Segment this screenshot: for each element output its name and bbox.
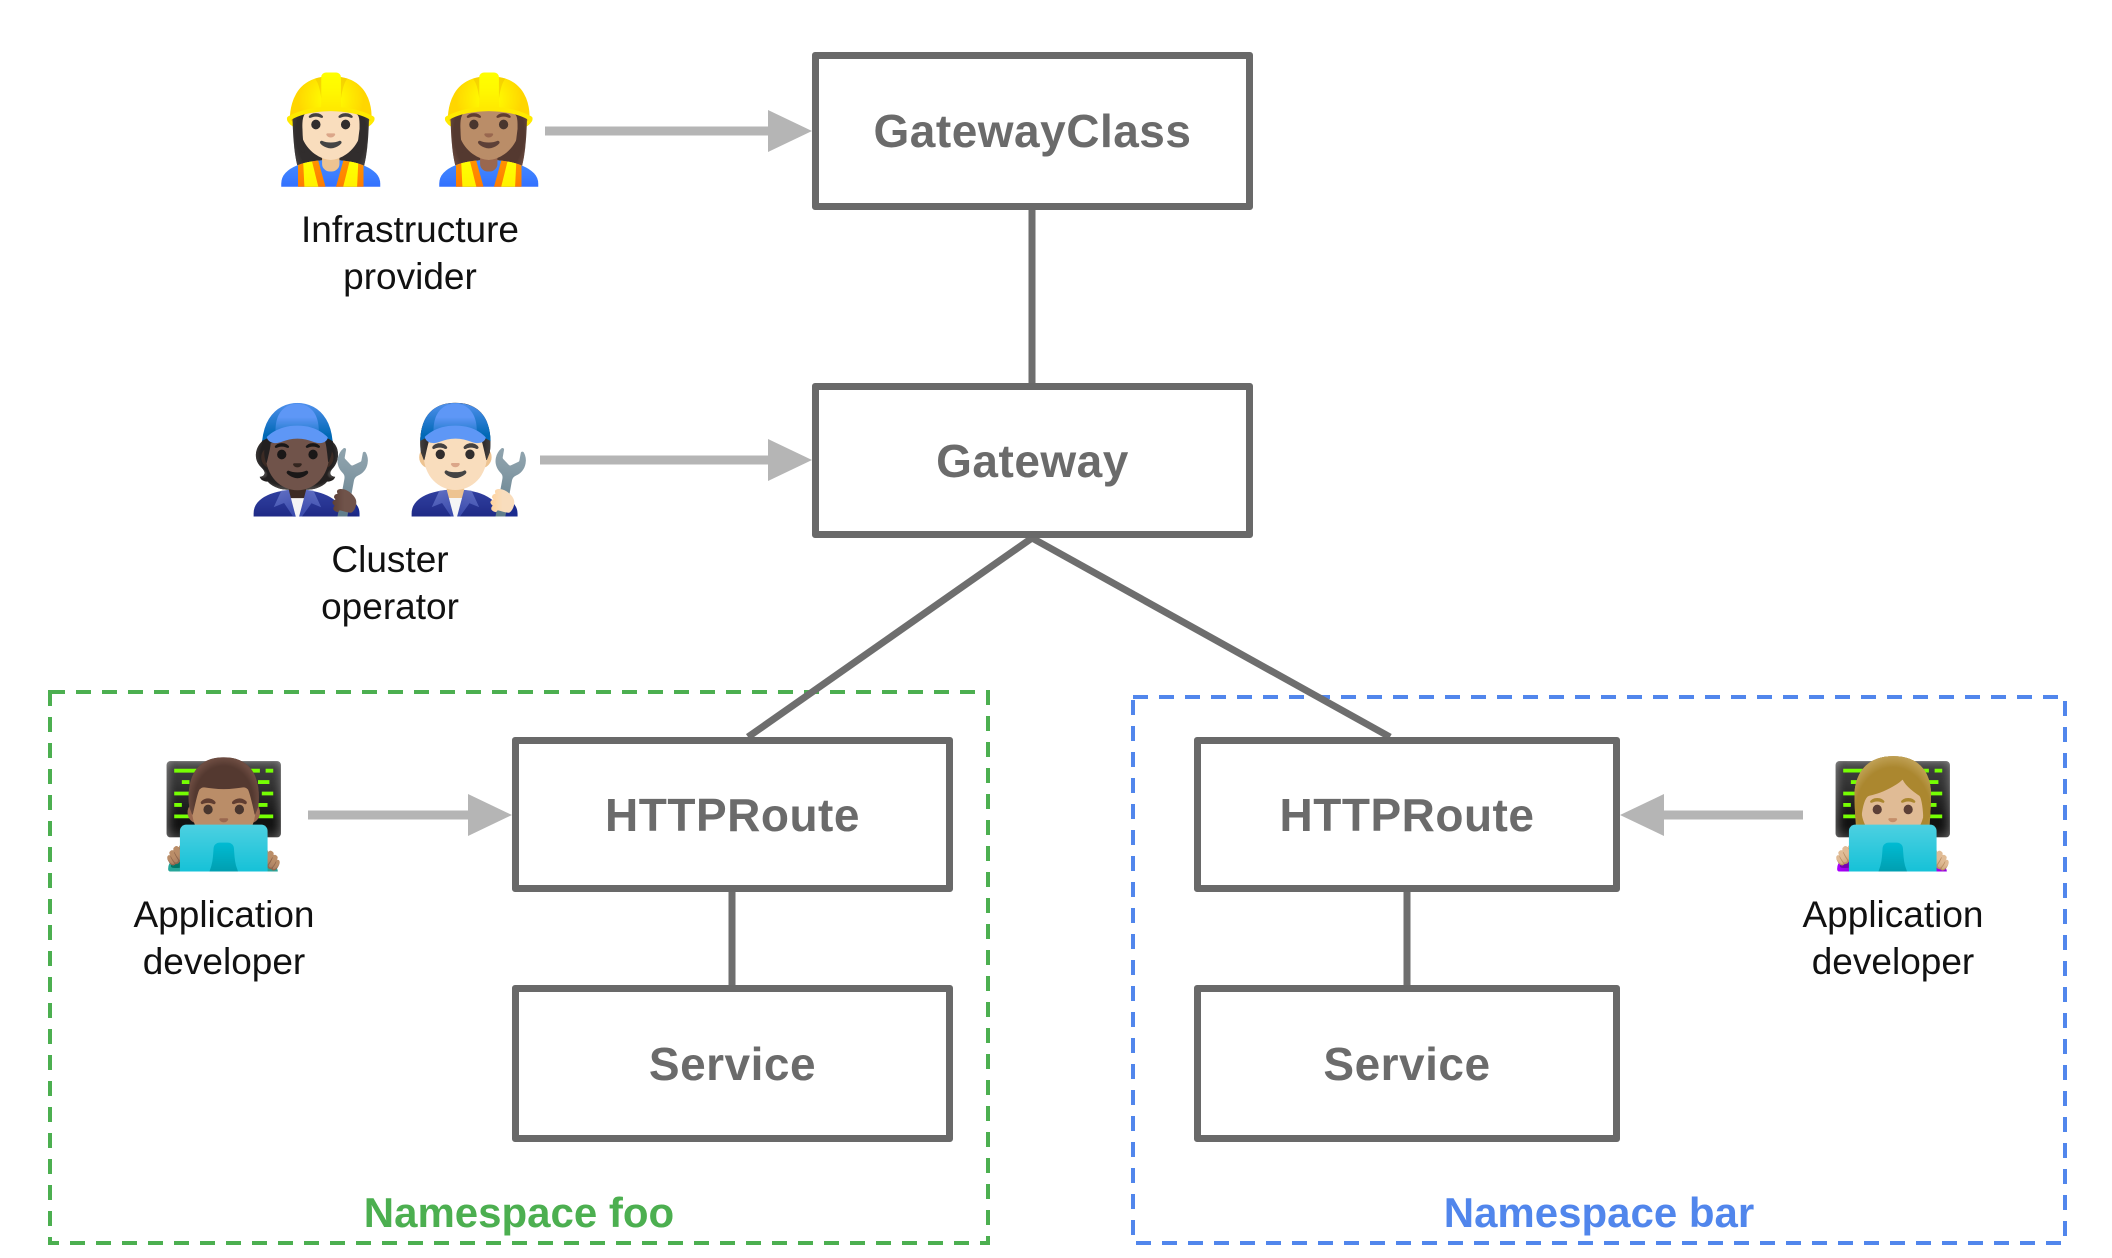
gatewayclass-node: GatewayClass (812, 52, 1253, 210)
app-developer-bar-persona: 👩🏼‍💻 Application developer (1703, 753, 2083, 985)
namespace-bar-label: Namespace bar (1443, 1189, 1755, 1236)
httproute-foo-node: HTTPRoute (512, 737, 953, 892)
infrastructure-provider-persona: 👷🏻‍♀️ 👷🏽‍♀️ Infrastructure provider (220, 68, 600, 300)
gateway-node-label: Gateway (936, 434, 1129, 487)
service-foo-node-label: Service (648, 1037, 817, 1090)
mechanics-emoji: 🧑🏿‍🔧 👨🏻‍🔧 (246, 402, 534, 518)
httproute-bar-node-label: HTTPRoute (1279, 788, 1535, 841)
service-bar-node-label: Service (1323, 1037, 1491, 1090)
construction-workers-emoji: 👷🏻‍♀️ 👷🏽‍♀️ (266, 72, 554, 188)
httproute-foo-node-label: HTTPRoute (605, 788, 860, 841)
app-developer-foo-label: Application developer (133, 894, 315, 982)
namespace-foo-label: Namespace foo (363, 1189, 675, 1236)
app-developer-bar-label: Application developer (1802, 894, 1984, 982)
arrow-infrastructure-provider-to-gatewayclass (545, 110, 812, 152)
gatewayclass-node-label: GatewayClass (873, 105, 1192, 157)
man-technologist-emoji: 👨🏽‍💻 (159, 757, 289, 873)
arrow-app-developer-to-httproute-bar (1620, 794, 1803, 836)
cluster-operator-persona: 🧑🏿‍🔧 👨🏻‍🔧 Cluster operator (200, 398, 580, 630)
arrow-cluster-operator-to-gateway (540, 439, 812, 481)
app-developer-foo-persona: 👨🏽‍💻 Application developer (34, 753, 414, 985)
namespace-foo-region (48, 690, 990, 1245)
edge-gateway-httproute-foo (745, 535, 1035, 740)
arrow-app-developer-to-httproute-foo (308, 794, 512, 836)
service-bar-node: Service (1194, 985, 1620, 1142)
service-foo-node: Service (512, 985, 953, 1142)
httproute-bar-node: HTTPRoute (1194, 737, 1620, 892)
namespace-bar-region (1131, 695, 2067, 1245)
woman-technologist-emoji: 👩🏼‍💻 (1828, 757, 1958, 873)
edge-gateway-httproute-bar (1030, 534, 1392, 741)
cluster-operator-label: Cluster operator (321, 539, 459, 627)
infrastructure-provider-label: Infrastructure provider (301, 209, 519, 297)
gateway-node: Gateway (812, 383, 1253, 538)
